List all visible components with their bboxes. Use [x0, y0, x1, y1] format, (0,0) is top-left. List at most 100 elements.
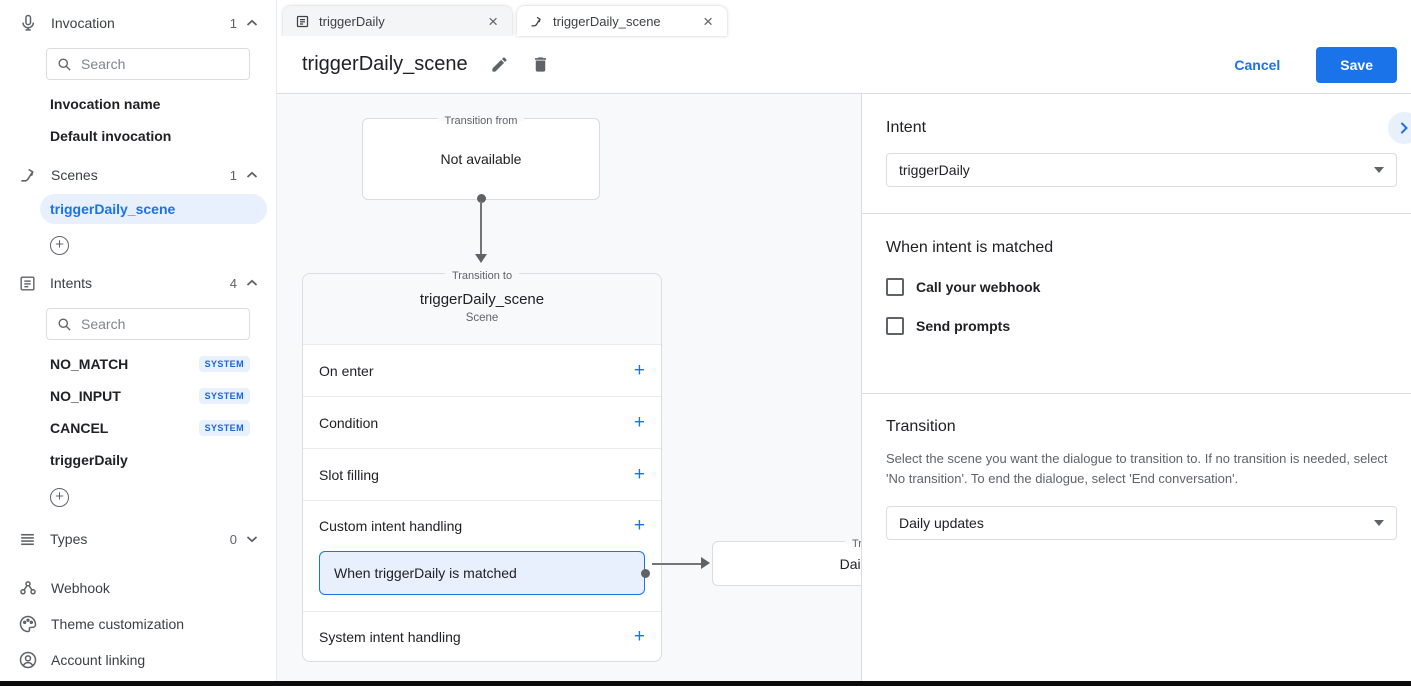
section-count: 1 — [229, 167, 237, 183]
invocation-search[interactable] — [46, 48, 250, 80]
close-icon[interactable]: × — [703, 11, 713, 31]
scene-section-slot-filling[interactable]: Slot filling + — [303, 448, 661, 500]
plus-circle-icon: + — [50, 487, 69, 507]
call-webhook-option[interactable]: Call your webhook — [886, 278, 1397, 296]
tab-triggerdaily[interactable]: triggerDaily × — [283, 6, 512, 36]
chevron-up-icon — [246, 171, 258, 179]
plus-circle-icon: + — [50, 235, 69, 255]
transition-from-node[interactable]: Transition from Not available — [362, 115, 600, 200]
webhook-icon — [18, 578, 38, 598]
add-scene-button[interactable]: + — [0, 230, 276, 260]
plus-icon[interactable]: + — [633, 463, 645, 485]
when-intent-matched-heading: When intent is matched — [886, 239, 1054, 256]
scene-node[interactable]: Transition to triggerDaily_scene Scene O… — [302, 270, 662, 662]
plus-icon[interactable]: + — [633, 411, 645, 433]
scene-section-custom-intent-handling: Custom intent handling + When triggerDai… — [303, 500, 661, 611]
chevron-up-icon — [246, 19, 258, 27]
sidebar-item-no-input[interactable]: NO_INPUT SYSTEM — [0, 380, 276, 412]
dropdown-caret-icon — [1374, 167, 1384, 173]
arrow-down-icon — [475, 254, 487, 263]
scene-graph-canvas[interactable]: Transition from Not available Transition… — [277, 94, 861, 681]
page-title: triggerDaily_scene — [302, 53, 468, 75]
collapse-panel-button[interactable] — [1388, 112, 1411, 144]
send-prompts-checkbox[interactable] — [886, 317, 904, 335]
sidebar-item-webhook[interactable]: Webhook — [0, 570, 276, 606]
scene-section-on-enter[interactable]: On enter + — [303, 344, 661, 396]
system-badge: SYSTEM — [198, 356, 250, 372]
transition-heading: Transition — [886, 418, 956, 435]
scene-icon — [18, 165, 38, 185]
section-label: Scenes — [51, 167, 98, 183]
connector-dot — [477, 194, 486, 203]
section-count: 0 — [229, 531, 237, 547]
send-prompts-option[interactable]: Send prompts — [886, 317, 1397, 335]
plus-icon[interactable]: + — [633, 515, 645, 536]
dropdown-caret-icon — [1374, 520, 1384, 526]
types-icon — [18, 530, 37, 549]
sidebar-item-triggerdaily[interactable]: triggerDaily — [50, 452, 128, 468]
connector-dot — [641, 568, 650, 578]
custom-intent-handling-row[interactable]: Custom intent handling + — [319, 515, 645, 536]
sidebar-item-cancel[interactable]: CANCEL SYSTEM — [0, 412, 276, 444]
sidebar-section-types[interactable]: Types 0 — [0, 522, 276, 556]
sidebar-item-no-match[interactable]: NO_MATCH SYSTEM — [0, 348, 276, 380]
connector-line — [480, 201, 482, 255]
sidebar-item-account-linking[interactable]: Account linking — [0, 642, 276, 678]
intent-select-value: triggerDaily — [899, 162, 970, 178]
microphone-icon — [18, 13, 38, 33]
intents-search-input[interactable] — [81, 316, 211, 332]
sidebar-item-invocation-name[interactable]: Invocation name — [50, 96, 161, 112]
scene-node-title: triggerDaily_scene — [419, 291, 545, 308]
save-button[interactable]: Save — [1316, 46, 1397, 83]
intent-heading: Intent — [886, 119, 927, 136]
tab-triggerdaily-scene[interactable]: triggerDaily_scene × — [517, 6, 727, 36]
edit-icon[interactable] — [490, 55, 509, 74]
sidebar-item-triggerdaily-scene[interactable]: triggerDaily_scene — [40, 194, 267, 224]
section-count: 1 — [229, 15, 237, 31]
plus-icon[interactable]: + — [633, 359, 645, 381]
node-legend: Transition from — [363, 111, 599, 127]
cancel-button[interactable]: Cancel — [1234, 56, 1281, 73]
scene-editor-header: triggerDaily_scene Cancel Save — [277, 36, 1411, 94]
section-label: Intents — [50, 275, 93, 291]
sidebar-section-intents[interactable]: Intents 4 — [0, 266, 276, 300]
node-legend: Transition to — [713, 534, 861, 550]
sidebar-item-default-invocation[interactable]: Default invocation — [50, 128, 172, 144]
sidebar-section-scenes[interactable]: Scenes 1 — [0, 158, 276, 192]
invocation-search-input[interactable] — [81, 56, 211, 72]
call-webhook-label: Call your webhook — [916, 279, 1041, 295]
scene-section-condition[interactable]: Condition + — [303, 396, 661, 448]
intents-search[interactable] — [46, 308, 250, 340]
intent-handler-when-triggerdaily-matched[interactable]: When triggerDaily is matched — [319, 551, 650, 595]
scene-section-system-intent-handling[interactable]: System intent handling + — [303, 611, 661, 661]
sidebar-section-invocation[interactable]: Invocation 1 — [0, 6, 276, 40]
transition-target-node[interactable]: Transition to Daily updates — [712, 538, 861, 586]
sidebar: Invocation 1 Invocation name Default inv… — [0, 0, 277, 681]
account-icon — [18, 650, 38, 670]
system-badge: SYSTEM — [198, 420, 250, 436]
close-icon[interactable]: × — [488, 11, 498, 31]
transition-select[interactable]: Daily updates — [886, 506, 1397, 540]
screenshot-bottom-edge — [0, 681, 1411, 686]
palette-icon — [18, 614, 38, 634]
send-prompts-label: Send prompts — [916, 318, 1011, 334]
section-label: Types — [50, 531, 88, 547]
intent-properties-panel: Intent triggerDaily When intent is match… — [861, 94, 1411, 681]
chevron-up-icon — [246, 279, 258, 287]
search-icon — [57, 57, 72, 72]
divider — [862, 213, 1411, 214]
scene-node-header: triggerDaily_scene Scene — [303, 274, 661, 344]
intent-icon — [18, 274, 37, 293]
transition-description: Select the scene you want the dialogue t… — [886, 451, 1388, 486]
call-webhook-checkbox[interactable] — [886, 278, 904, 296]
transition-from-value: Not available — [440, 151, 522, 167]
plus-icon[interactable]: + — [633, 625, 645, 647]
search-icon — [57, 317, 72, 332]
delete-icon[interactable] — [531, 55, 550, 74]
system-badge: SYSTEM — [198, 388, 250, 404]
section-count: 4 — [229, 275, 237, 291]
add-intent-button[interactable]: + — [0, 482, 276, 512]
intent-select[interactable]: triggerDaily — [886, 153, 1397, 187]
sidebar-item-theme-customization[interactable]: Theme customization — [0, 606, 276, 642]
transition-target-value: Daily updates — [839, 555, 861, 572]
